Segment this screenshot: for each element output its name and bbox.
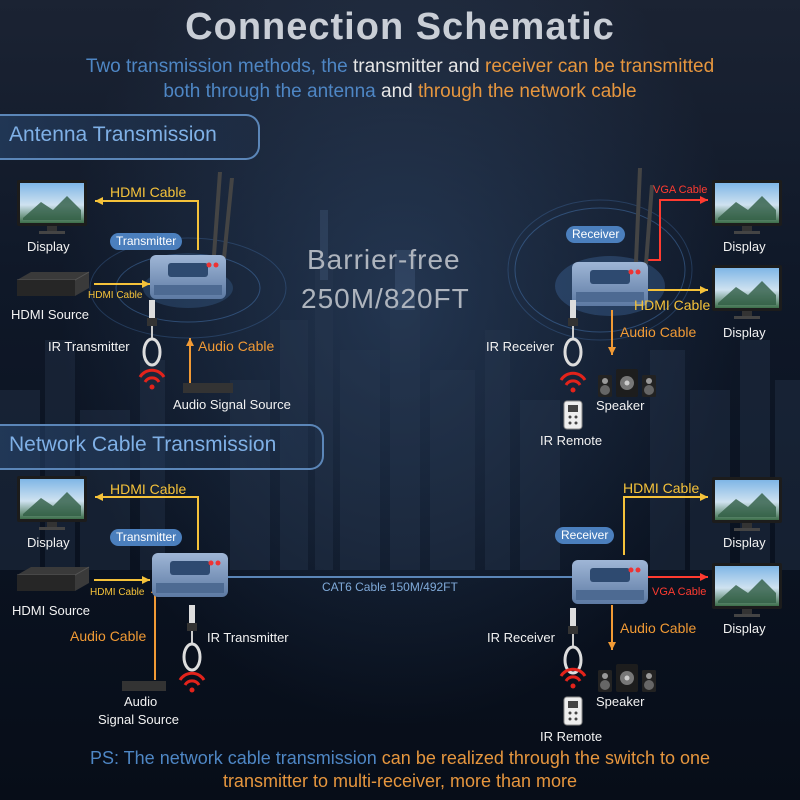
n-tx-display-label: Display [27,535,70,550]
a-hdmi-source-icon [16,271,90,297]
n-rx-vga-label: VGA Cable [652,586,707,598]
subtitle-segment: receiver [485,56,553,77]
range-label: 250M/820FT [301,283,470,314]
subtitle-segment: and [375,81,418,102]
n-rx-display-mid-label: Display [723,621,766,636]
n-hdmi-source-label: HDMI Source [12,603,91,618]
a-ir-remote-label: IR Remote [540,433,603,448]
a-ir-transmitter-label: IR Transmitter [48,339,130,354]
n-ir-transmitter-probe [182,603,202,672]
subtitle-segment: both through the antenna [163,81,376,102]
a-ir-receiver-label: IR Receiver [486,339,554,354]
n-transmitter-device [152,553,228,597]
n-receiver-device [572,560,648,604]
barrier-free-label: Barrier-free [307,244,461,275]
subtitle-line-2: both through the antenna and through the… [0,81,800,103]
a-rx-display-mid-label: Display [723,325,766,340]
n-transmitter-pill: Transmitter [110,529,183,546]
a-transmitter-device [150,172,234,299]
subtitle-segment: Two transmission methods, the [85,56,348,77]
section-title: Antenna Transmission [9,123,217,146]
section-antenna-transmission: Antenna Transmission [0,114,260,160]
a-tx-hdmi-out-cable [95,200,199,250]
a-rx-vga-cable [645,199,708,261]
n-ir-remote-icon [563,696,583,726]
n-audio-source-label-1: Audio [124,694,158,709]
a-ir-transmitter-probe [142,298,162,367]
cat6-cable-label: CAT6 Cable 150M/492FT [322,580,458,594]
n-rx-audio-cable-label: Audio Cable [620,620,697,636]
section-network-cable-transmission: Network Cable Transmission [0,424,324,470]
n-speaker-label: Speaker [596,694,645,709]
a-receiver-pill: Receiver [566,226,626,243]
footer-line-1: PS: The network cable transmission can b… [0,748,800,769]
a-transmitter-pill: Transmitter [110,233,183,250]
a-audio-source-icon [183,383,233,393]
footer-segment: network cable transmission [159,748,377,768]
n-tx-hdmi-out-label: HDMI Cable [110,481,187,497]
subtitle-segment: can be transmitted [552,56,715,77]
a-audio-source-label: Audio Signal Source [173,397,291,412]
a-tx-hdmi-in-label: HDMI Cable [88,290,143,301]
a-tx-display-icon [17,180,87,234]
a-rx-audio-cable-label: Audio Cable [620,324,697,340]
a-tx-display-label: Display [27,239,70,254]
n-ir-transmitter-label: IR Transmitter [207,630,289,645]
a-receiver-device [572,168,654,306]
n-ir-receiver-label: IR Receiver [487,630,555,645]
a-tx-hdmi-out-label: HDMI Cable [110,184,187,200]
n-rx-display-mid-icon [712,563,782,617]
a-hdmi-source-label: HDMI Source [11,307,90,322]
n-tx-hdmi-in-label: HDMI Cable [90,587,145,598]
n-hdmi-source-icon [16,566,90,592]
n-rx-display-top-label: Display [723,535,766,550]
footer-segment: transmitter to multi-receiver, more than… [222,771,578,791]
a-rx-display-top-label: Display [723,239,766,254]
a-speaker-label: Speaker [596,398,645,413]
n-rx-hdmi-label: HDMI Cable [623,480,700,496]
footer-segment: PS: The [89,748,160,768]
n-tx-audio-cable-label: Audio Cable [70,628,147,644]
n-receiver-pill: Receiver [555,527,615,544]
n-speaker-icon [598,664,656,692]
a-rx-display-top-icon [712,180,782,234]
n-rx-display-top-icon [712,477,782,531]
subtitle-segment: through the network cable [417,81,637,102]
n-ir-receiver-probe [563,606,583,675]
n-tx-display-icon [17,476,87,530]
n-ir-remote-label: IR Remote [540,729,603,744]
a-rx-vga-label: VGA Cable [653,184,708,196]
n-tx-hdmi-out-cable [95,496,199,550]
n-rx-hdmi-cable [623,496,708,555]
a-speaker-icon [598,369,656,397]
n-ir-signal-icon [178,671,206,694]
page-title: Connection Schematic [185,6,615,48]
a-ir-remote-signal-icon [559,371,587,394]
section-title: Network Cable Transmission [9,433,277,456]
footer-segment: can be realized through the switch to on… [376,748,711,768]
n-audio-source-icon [122,681,166,691]
subtitle-segment: transmitter and [347,56,485,77]
a-ir-remote-icon [563,400,583,430]
a-rx-display-mid-icon [712,265,782,319]
n-audio-source-label-2: Signal Source [98,712,179,727]
a-rx-hdmi-label: HDMI Cable [634,297,711,313]
footer-line-2: transmitter to multi-receiver, more than… [0,771,800,792]
a-ir-signal-icon [138,368,166,391]
city-skyline-background [0,210,800,570]
a-tx-audio-cable-label: Audio Cable [198,338,275,354]
subtitle-line-1: Two transmission methods, the transmitte… [0,56,800,78]
